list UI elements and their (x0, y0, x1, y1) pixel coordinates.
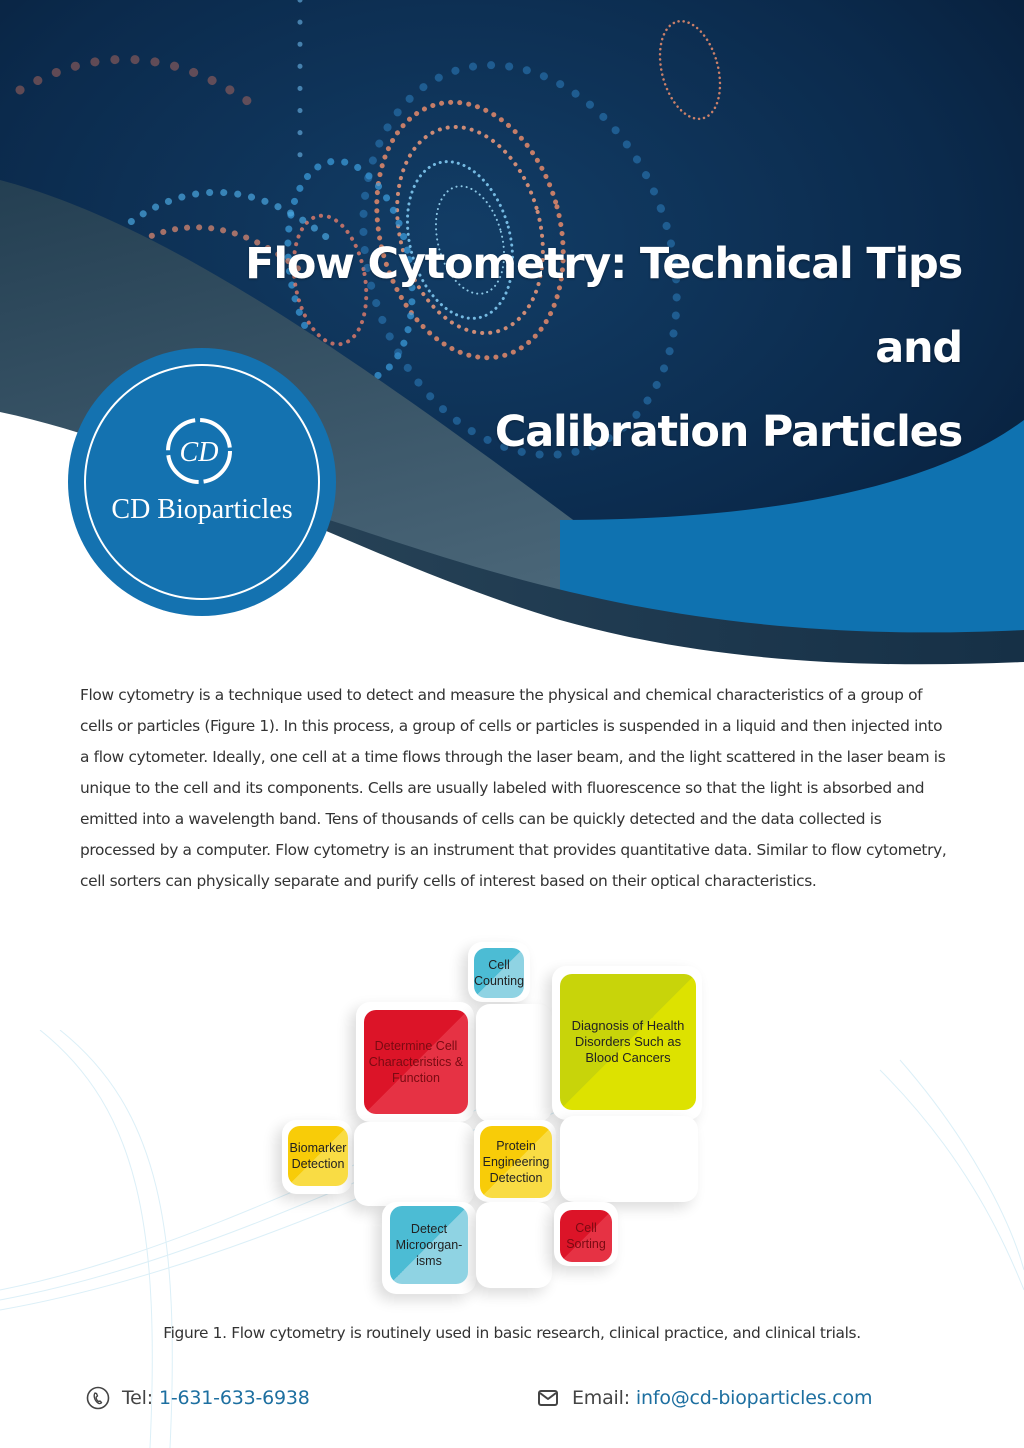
envelope-icon (538, 1390, 558, 1406)
tile-diagnosis-health-disorders: Diagnosis of Health Disorders Such as Bl… (560, 974, 696, 1110)
intro-paragraph: Flow cytometry is a technique used to de… (80, 686, 947, 890)
applications-figure: Cell Counting Determine Cell Characteris… (270, 940, 720, 1310)
tile-cell-counting: Cell Counting (474, 948, 524, 998)
contact-email: Email: info@cd-bioparticles.com (536, 1386, 872, 1410)
company-logo: CD CD Bioparticles (68, 348, 336, 616)
tile-protein-engineering-detection: Protein Engineering Detection (480, 1126, 552, 1198)
svg-text:CD: CD (180, 437, 219, 468)
figure-caption: Figure 1. Flow cytometry is routinely us… (163, 1324, 861, 1342)
phone-icon (86, 1386, 110, 1410)
cd-monogram-icon: CD (166, 418, 232, 484)
hero-banner: Flow Cytometry: Technical Tips and Calib… (0, 0, 1024, 680)
background-wisp-decoration (0, 1030, 1024, 1448)
tile-biomarker-detection: Biomarker Detection (288, 1126, 348, 1186)
contact-phone: Tel: 1-631-633-6938 (86, 1386, 310, 1410)
phone-label: Tel: (122, 1387, 153, 1409)
logo-ring (84, 364, 320, 600)
email-link[interactable]: info@cd-bioparticles.com (635, 1387, 873, 1409)
brand-name: CD Bioparticles (111, 494, 293, 525)
phone-number-link[interactable]: 1-631-633-6938 (158, 1387, 310, 1409)
page-title: Flow Cytometry: Technical Tips and Calib… (242, 222, 963, 474)
tile-cell-sorting: Cell Sorting (560, 1210, 612, 1262)
title-line-1: Flow Cytometry: Technical Tips and (245, 239, 963, 373)
tile-determine-cell-characteristics: Determine Cell Characteristics & Functio… (364, 1010, 468, 1114)
tile-detect-microorganisms: Detect Microorgan-isms (390, 1206, 468, 1284)
email-label: Email: (572, 1387, 630, 1409)
title-line-2: Calibration Particles (494, 407, 963, 457)
